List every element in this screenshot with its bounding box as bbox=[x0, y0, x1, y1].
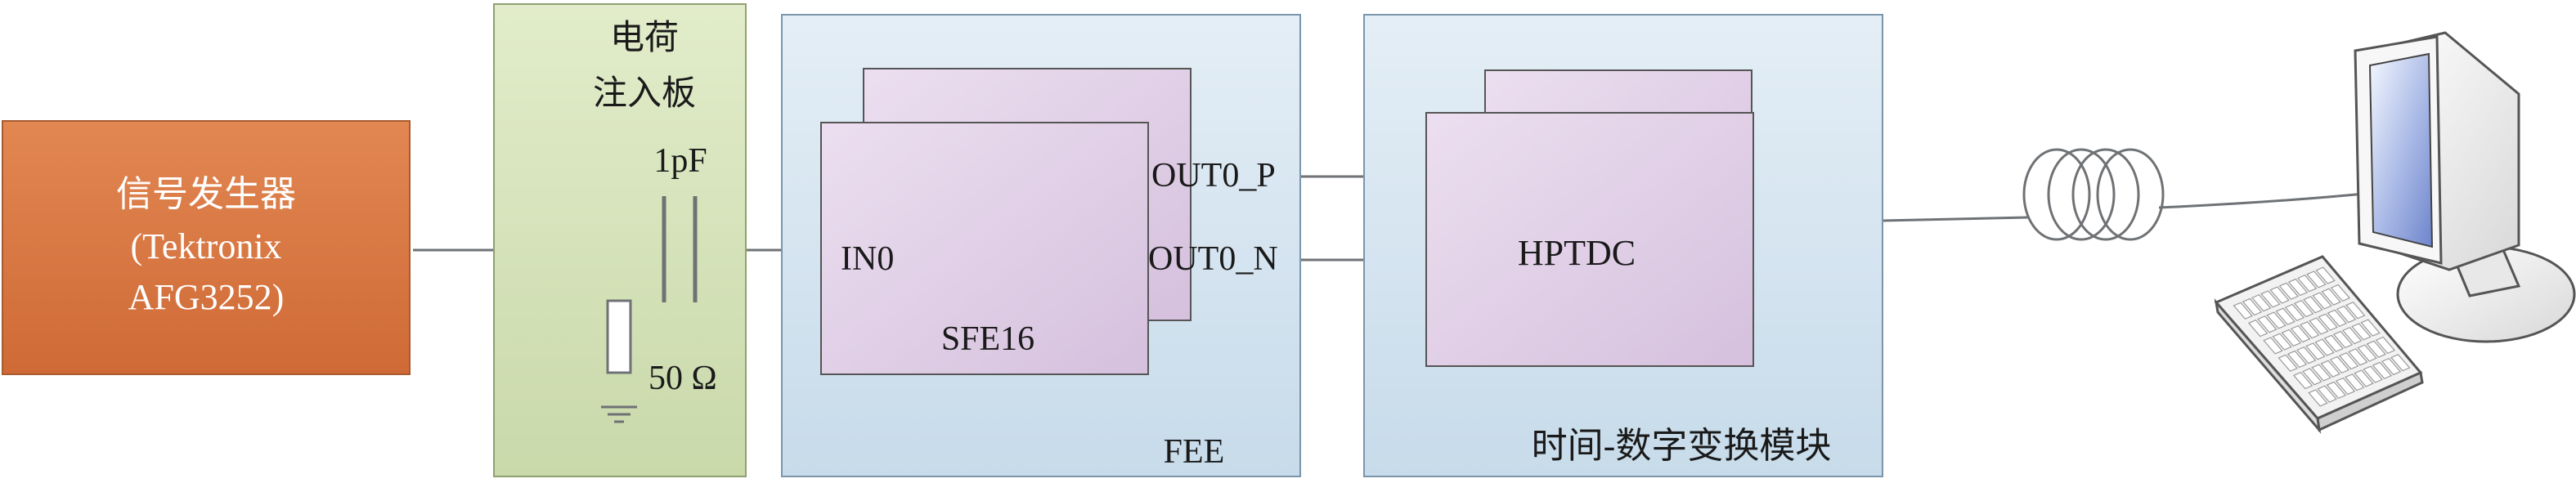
keyboard-key bbox=[2314, 338, 2335, 356]
keyboard-key bbox=[2303, 296, 2323, 314]
keyboard-key bbox=[2278, 282, 2299, 300]
resistor-label: 50 Ω bbox=[648, 360, 717, 397]
keyboard-key bbox=[2305, 342, 2326, 360]
keyboard-key bbox=[2311, 364, 2331, 382]
ground-icon bbox=[601, 405, 637, 423]
keyboard-keys bbox=[2233, 266, 2411, 407]
tdc-module-label: 时间-数字变换模块 bbox=[1532, 426, 1832, 466]
fee-chip-name: SFE16 bbox=[941, 320, 1034, 358]
tdc-chip-front bbox=[1425, 112, 1754, 367]
keyboard-key bbox=[2332, 330, 2354, 349]
keyboard-key bbox=[2292, 371, 2313, 390]
keyboard-key bbox=[2345, 302, 2366, 320]
fee-out-n-label: OUT0_N bbox=[1148, 240, 1278, 278]
keyboard-key bbox=[2281, 329, 2302, 347]
computer-monitor-icon bbox=[2354, 31, 2576, 343]
keyboard-key bbox=[2266, 311, 2287, 329]
fiber-coil-icon bbox=[2022, 148, 2165, 241]
keyboard-key bbox=[2321, 288, 2341, 306]
keyboard-key bbox=[2247, 319, 2269, 338]
keyboard-key bbox=[2329, 356, 2350, 374]
keyboard-key bbox=[2354, 369, 2374, 387]
keyboard-key bbox=[2287, 350, 2308, 369]
keyboard-key bbox=[2338, 351, 2359, 370]
tdc-module: HPTDC 时间-数字变换模块 bbox=[1363, 14, 1883, 477]
fee-chip-front bbox=[820, 122, 1149, 375]
keyboard-key bbox=[2260, 290, 2281, 308]
keyboard-key bbox=[2320, 360, 2340, 378]
keyboard-key bbox=[2318, 313, 2338, 331]
keyboard-key bbox=[2242, 297, 2263, 316]
keyboard-key bbox=[2348, 348, 2368, 366]
keyboard-key bbox=[2278, 354, 2298, 372]
keyboard-key bbox=[2309, 317, 2329, 335]
keyboard-key bbox=[2293, 299, 2314, 318]
signal-generator-model: AFG3252) bbox=[128, 277, 285, 317]
signal-generator-vendor: (Tektronix bbox=[130, 226, 281, 266]
keyboard-key bbox=[2275, 307, 2296, 325]
keyboard-key bbox=[2302, 368, 2322, 386]
keyboard-key bbox=[2315, 266, 2336, 284]
keyboard-key bbox=[2300, 321, 2320, 339]
tdc-chip-name: HPTDC bbox=[1518, 233, 1636, 273]
keyboard-key bbox=[2306, 271, 2327, 288]
keyboard-key bbox=[2312, 292, 2332, 310]
keyboard-key bbox=[2360, 319, 2381, 337]
keyboard-key bbox=[2341, 327, 2363, 345]
keyboard-key bbox=[2375, 336, 2396, 355]
fee-module: IN0 SFE16 OUT0_P OUT0_N FEE bbox=[781, 14, 1301, 477]
keyboard-key bbox=[2251, 294, 2272, 312]
fee-input-label: IN0 bbox=[841, 240, 894, 278]
keyboard-key bbox=[2363, 365, 2383, 383]
keyboard-key bbox=[2263, 337, 2283, 355]
capacitor-label: 1pF bbox=[653, 142, 707, 180]
keyboard-key bbox=[2372, 361, 2393, 379]
keyboard-key bbox=[2317, 385, 2337, 403]
keyboard-key bbox=[2366, 340, 2386, 358]
keyboard-key bbox=[2287, 278, 2309, 297]
keyboard-key bbox=[2351, 323, 2372, 341]
keyboard-key bbox=[2284, 303, 2305, 322]
keyboard-key bbox=[2335, 377, 2356, 396]
keyboard-key bbox=[2257, 315, 2278, 333]
keyboard-key bbox=[2326, 381, 2347, 399]
keyboard-key bbox=[2345, 373, 2365, 391]
injection-board-title-2: 注入板 bbox=[593, 74, 696, 113]
fee-label: FEE bbox=[1164, 433, 1225, 471]
injection-board-title-1: 电荷 bbox=[610, 20, 679, 57]
keyboard-key bbox=[2390, 354, 2411, 372]
resistor-symbol bbox=[606, 299, 632, 374]
keyboard-key bbox=[2269, 286, 2290, 304]
keyboard-key bbox=[2330, 284, 2351, 302]
keyboard-key bbox=[2233, 302, 2253, 320]
keyboard-key bbox=[2290, 324, 2311, 343]
keyboard-key bbox=[2308, 389, 2328, 407]
keyboard-key bbox=[2381, 357, 2402, 376]
keyboard-key bbox=[2327, 309, 2348, 327]
keyboard-key bbox=[2296, 347, 2317, 364]
fee-out-p-label: OUT0_P bbox=[1151, 157, 1276, 195]
keyboard-key bbox=[2296, 275, 2318, 293]
keyboard-key bbox=[2323, 334, 2344, 352]
signal-generator: 信号发生器 (Tektronix AFG3252) bbox=[2, 120, 411, 375]
charge-injection-board: 电荷 注入板 1pF 50 Ω bbox=[493, 3, 747, 477]
capacitor-symbol bbox=[662, 196, 698, 302]
keyboard-key bbox=[2357, 344, 2377, 362]
keyboard-key bbox=[2336, 305, 2357, 324]
signal-generator-name: 信号发生器 bbox=[116, 174, 296, 214]
keyboard-key bbox=[2272, 333, 2292, 351]
